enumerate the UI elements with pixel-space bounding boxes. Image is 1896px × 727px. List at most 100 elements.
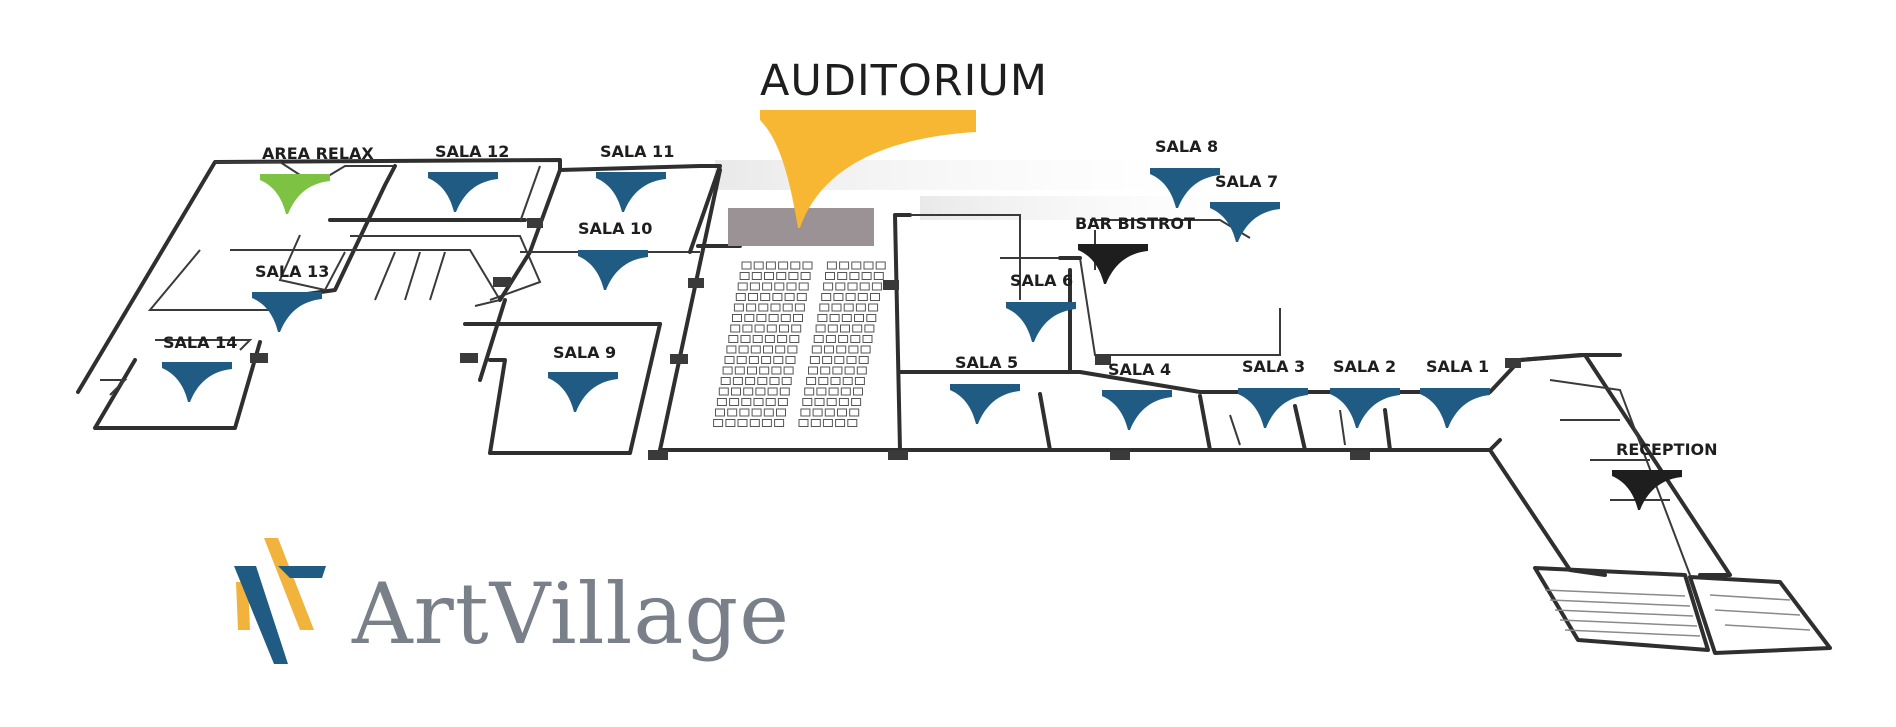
- auditorium-seat: [796, 293, 807, 301]
- auditorium-seat: [754, 324, 765, 333]
- auditorium-seat: [845, 293, 856, 301]
- auditorium-seat: [840, 387, 851, 396]
- room-marker-icon: [252, 292, 322, 332]
- auditorium-seat: [863, 261, 874, 270]
- room-sala-12[interactable]: SALA 12: [428, 142, 509, 212]
- room-sala-6[interactable]: SALA 6: [1006, 271, 1076, 342]
- auditorium-seat: [843, 303, 854, 312]
- auditorium-seat: [787, 345, 798, 354]
- auditorium-seat: [833, 293, 844, 301]
- auditorium-seat: [794, 303, 805, 312]
- auditorium-seat: [776, 272, 787, 280]
- auditorium-seat: [829, 314, 840, 322]
- auditorium-seat: [777, 398, 788, 406]
- auditorium-seat: [726, 345, 737, 354]
- auditorium-seat: [781, 377, 792, 385]
- auditorium-seat: [727, 408, 738, 417]
- auditorium-title: AUDITORIUM: [760, 56, 1048, 106]
- auditorium-marker-icon[interactable]: [760, 110, 976, 228]
- auditorium-seat: [846, 356, 857, 364]
- room-sala-11[interactable]: SALA 11: [596, 142, 674, 212]
- auditorium-seat: [713, 419, 724, 427]
- auditorium-seat: [859, 282, 870, 291]
- auditorium-seat: [804, 387, 815, 396]
- auditorium-seat: [841, 314, 852, 322]
- room-label: SALA 4: [1108, 360, 1171, 379]
- auditorium-seat: [852, 324, 863, 333]
- auditorium-seat: [733, 303, 744, 312]
- auditorium-seat: [822, 356, 833, 364]
- room-marker-icon: [548, 372, 618, 412]
- room-sala-7[interactable]: SALA 7: [1210, 172, 1280, 242]
- auditorium-seat: [818, 377, 829, 385]
- auditorium-seat: [825, 335, 836, 343]
- auditorium-seat: [759, 366, 770, 375]
- room-area-relax[interactable]: AREA RELAX: [260, 144, 374, 214]
- auditorium-seat: [786, 282, 797, 291]
- room-bar-bistrot[interactable]: BAR BISTROT: [1075, 214, 1195, 284]
- auditorium-seat: [762, 282, 773, 291]
- room-marker-icon: [428, 172, 498, 212]
- auditorium-seat: [789, 335, 800, 343]
- auditorium-seat: [835, 419, 846, 427]
- auditorium-seat: [743, 387, 754, 396]
- auditorium-seat: [802, 261, 813, 270]
- auditorium-seat: [785, 356, 796, 364]
- auditorium-seat: [774, 419, 785, 427]
- auditorium-seat: [825, 272, 835, 280]
- room-sala-9[interactable]: SALA 9: [548, 343, 618, 412]
- room-sala-8[interactable]: SALA 8: [1150, 137, 1220, 208]
- room-label: SALA 10: [578, 219, 652, 238]
- room-sala-2[interactable]: SALA 2: [1330, 357, 1400, 428]
- auditorium-seat: [780, 314, 791, 322]
- logo-wordmark: ArtVillage: [351, 565, 790, 663]
- room-sala-5[interactable]: SALA 5: [950, 353, 1020, 424]
- room-label: RECEPTION: [1616, 440, 1718, 459]
- auditorium-seat: [839, 261, 850, 270]
- auditorium-seat: [772, 293, 783, 301]
- auditorium-seat: [757, 377, 768, 385]
- auditorium-seat: [864, 324, 875, 333]
- auditorium-seat: [730, 324, 741, 333]
- room-sala-3[interactable]: SALA 3: [1238, 357, 1308, 428]
- auditorium-seat: [716, 398, 727, 406]
- auditorium-seat: [842, 377, 853, 385]
- auditorium-seat: [745, 377, 756, 385]
- auditorium-seat: [747, 366, 757, 375]
- logo-blue-stroke: [234, 566, 288, 664]
- room-sala-10[interactable]: SALA 10: [578, 219, 652, 290]
- room-label: SALA 5: [955, 353, 1018, 372]
- auditorium-seat: [770, 303, 781, 312]
- auditorium-seat: [735, 293, 746, 301]
- auditorium-seat: [827, 324, 838, 333]
- auditorium-seat: [761, 356, 772, 364]
- service-marker-icon: [1612, 470, 1682, 510]
- room-marker-icon: [596, 172, 666, 212]
- auditorium-seat: [748, 293, 758, 301]
- room-sala-13[interactable]: SALA 13: [252, 262, 329, 332]
- room-sala-1[interactable]: SALA 1: [1420, 357, 1490, 428]
- auditorium-seat: [848, 345, 859, 354]
- auditorium-seat: [761, 419, 772, 427]
- auditorium-seat: [760, 293, 771, 301]
- room-marker-icon: [950, 384, 1020, 424]
- auditorium-seat: [773, 356, 784, 364]
- room-label: AREA RELAX: [262, 144, 374, 163]
- auditorium-seat: [844, 366, 855, 375]
- auditorium-seat: [766, 324, 777, 333]
- room-sala-4[interactable]: SALA 4: [1102, 360, 1172, 430]
- auditorium-seat: [736, 356, 747, 364]
- auditorium-seat: [821, 293, 832, 301]
- auditorium-seat: [824, 408, 835, 417]
- auditorium-seat: [749, 282, 760, 291]
- room-reception[interactable]: RECEPTION: [1612, 440, 1718, 510]
- auditorium-seat: [715, 408, 725, 417]
- room-label: BAR BISTROT: [1075, 214, 1195, 233]
- auditorium-seat: [748, 356, 759, 364]
- auditorium-seat: [756, 314, 767, 322]
- auditorium-seat: [830, 377, 841, 385]
- auditorium-seat: [814, 398, 825, 406]
- auditorium-seat: [758, 303, 769, 312]
- room-sala-14[interactable]: SALA 14: [162, 333, 237, 402]
